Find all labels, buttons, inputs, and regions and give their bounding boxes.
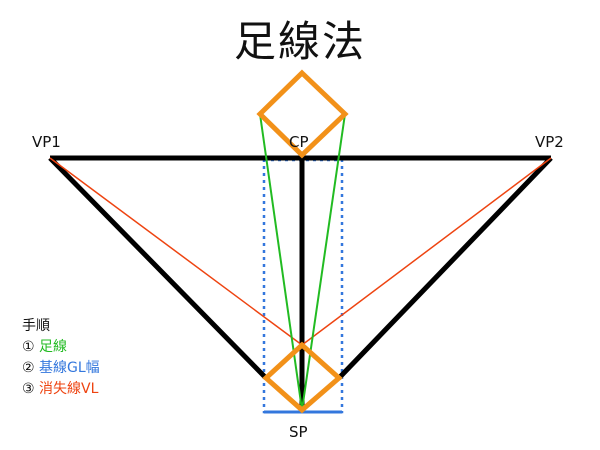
legend-step-2-text: 基線GL幅 bbox=[39, 360, 100, 376]
vanishing-line-left bbox=[49, 157, 303, 346]
diagram-title: 足線法 bbox=[233, 17, 366, 66]
vp2-label: VP2 bbox=[535, 133, 564, 151]
ground-line-width-box bbox=[262, 158, 344, 414]
legend-step-1-marker: ① bbox=[22, 339, 35, 355]
vp1-label: VP1 bbox=[32, 133, 61, 151]
foot-line-right bbox=[301, 113, 346, 411]
procedure-legend: 手順 ① 足線 ② 基線GL幅 ③ 消失線VL bbox=[22, 316, 100, 400]
legend-step-2: ② 基線GL幅 bbox=[22, 358, 100, 379]
perspective-square-bottom bbox=[262, 341, 343, 414]
foot-line-left bbox=[259, 113, 303, 411]
vp2-diagonal-line bbox=[337, 156, 553, 380]
legend-step-3: ③ 消失線VL bbox=[22, 379, 100, 400]
cp-label: CP bbox=[289, 133, 309, 151]
vanishing-line-right bbox=[301, 157, 552, 346]
legend-step-3-text: 消失線VL bbox=[39, 381, 99, 397]
legend-heading: 手順 bbox=[22, 318, 50, 334]
legend-step-1: ① 足線 bbox=[22, 337, 100, 358]
legend-step-1-text: 足線 bbox=[39, 339, 68, 355]
vp1-diagonal-line bbox=[48, 156, 268, 380]
sp-label: SP bbox=[289, 423, 308, 441]
plan-square-top bbox=[256, 69, 349, 159]
legend-step-2-marker: ② bbox=[22, 360, 35, 376]
legend-step-3-marker: ③ bbox=[22, 381, 35, 397]
